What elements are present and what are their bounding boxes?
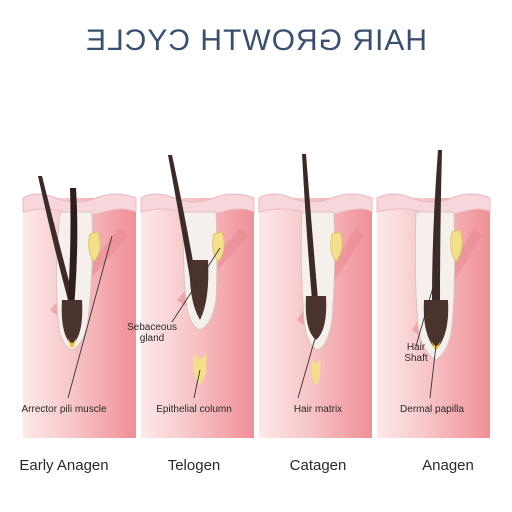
epidermis (140, 193, 255, 216)
stage-anagen: Anagen (422, 457, 474, 474)
label-epithelial-column: Epithelial column (156, 404, 232, 415)
label-dermal-papilla: Dermal papilla (400, 404, 464, 415)
hair-bulb (61, 300, 83, 345)
epidermis (376, 193, 491, 216)
hair-shaft-strand (302, 154, 318, 300)
new-hair-strand (66, 188, 78, 330)
hair-shaft-strand (168, 155, 198, 290)
sebaceous-gland (88, 231, 101, 263)
sebaceous-gland (330, 231, 343, 263)
leader-hair-matrix (297, 334, 317, 399)
sebaceous-gland (450, 229, 463, 263)
stage-early-anagen: Early Anagen (19, 457, 108, 474)
leader-sebaceous-gland (171, 247, 221, 323)
hair-bulb (305, 296, 327, 340)
hair-bulb (423, 300, 449, 350)
label-hair-matrix: Hair matrix (294, 404, 342, 415)
stage-catagen: Catagen (290, 457, 347, 474)
papilla-shape (68, 338, 76, 348)
leader-epithelial-column (193, 369, 201, 399)
label-arrector-pili: Arrector pili muscle (21, 404, 106, 415)
epidermis (22, 193, 137, 216)
lower-column (311, 358, 321, 385)
stage-telogen: Telogen (168, 457, 221, 474)
old-hair-strand (38, 176, 74, 300)
panel-anagen (376, 150, 491, 438)
club-hair (189, 260, 209, 320)
hair-shaft-strand (432, 150, 442, 300)
epithelial-column-shape (193, 352, 207, 384)
leader-dermal-papilla (429, 344, 437, 399)
leader-hair-shaft (415, 269, 439, 347)
epidermis (258, 193, 373, 216)
leader-arrector-pili (67, 235, 113, 399)
panel-catagen (258, 154, 373, 438)
title: HAIR GROWTH CYCLE (85, 24, 427, 57)
